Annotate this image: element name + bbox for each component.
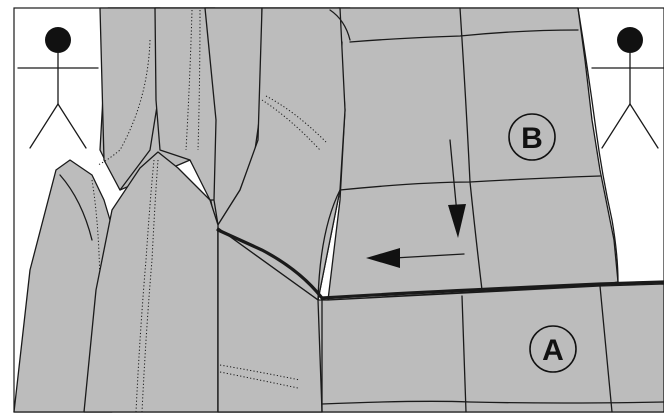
svg-text:A: A — [542, 334, 564, 367]
person-icon-right — [592, 27, 664, 148]
left-armrest — [14, 152, 218, 412]
person-icon-left — [18, 27, 98, 148]
svg-text:B: B — [521, 122, 543, 155]
module-b — [328, 8, 618, 300]
